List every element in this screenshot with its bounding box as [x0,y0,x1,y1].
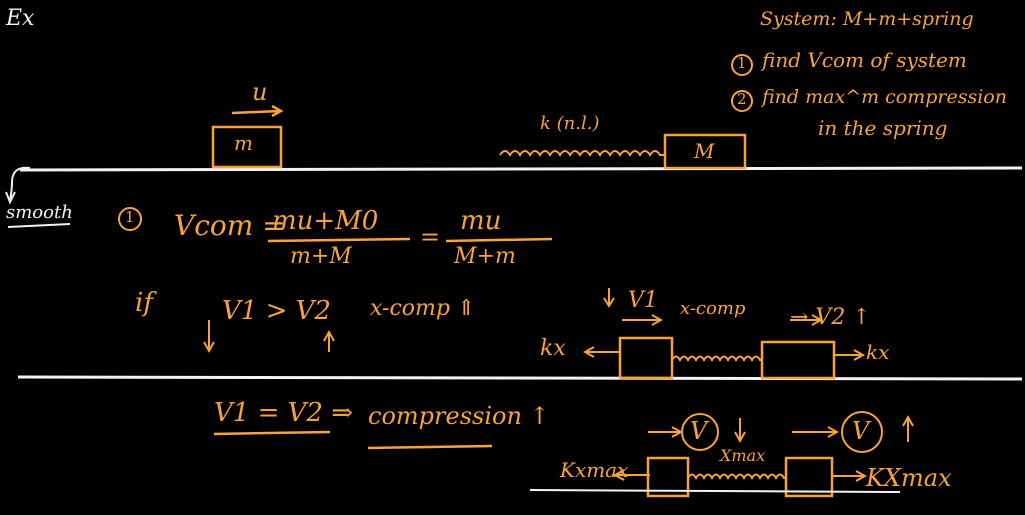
arrow-mid-v1 [622,314,664,326]
fraction2-denominator: M+m [454,244,516,269]
arrow-down-mid [603,288,615,308]
arrow-down-v1 [203,320,215,354]
q2-number: 2 [737,90,747,108]
fraction2-numerator: mu [460,206,502,236]
arrow-mid-v2 [790,314,824,326]
force-right-arrow [834,349,866,361]
if-word: if [135,288,153,318]
kx-left: kx [540,336,566,361]
mid-v2: → V2 ↑ [790,305,871,330]
compression-text: compression ↑ [368,402,550,430]
kxmax-left: Kxmax [560,458,629,482]
force-left-arrow [582,346,620,358]
q1-circle [731,54,753,76]
xmax-label: Xmax [720,446,766,465]
block-m [211,125,283,169]
xcomp-label: x-comp ⇑ [370,296,476,321]
smooth-hook-icon [5,166,31,205]
mid-block-right [760,340,836,380]
fraction-bar-2 [445,237,553,243]
solution-circle-1 [118,207,142,231]
circle-v-left [681,413,719,451]
force-right-arrow-bottom [832,470,868,482]
ground-line-bottom [529,489,901,493]
q2-text-a: find max^m compression [762,86,1007,108]
ground-line-top [19,166,1023,172]
circle-v-right [841,411,883,453]
system-line: System: M+m+spring [760,8,974,30]
q2-text-b: in the spring [818,116,948,140]
ground-line-middle [17,375,1023,381]
solution-number: 1 [125,208,135,226]
arrow-to-circle-left [648,426,684,438]
fraction1-numerator: mu+M0 [272,206,379,236]
spring-label: k (n.l.) [540,113,600,134]
q1-number: 1 [737,54,747,72]
q2-circle [731,90,753,112]
example-marker: Ex [6,6,35,31]
spring-mid [671,355,762,363]
equal-underline [213,430,331,436]
block-M-label: M [694,139,715,163]
fraction1-denominator: m+M [290,244,352,269]
mid-xcomp: x-comp [680,298,746,319]
spring-bottom [687,473,786,481]
compression-underline [367,444,493,450]
q1-text: find Vcom of system [762,48,967,72]
circle-v-right-label: V [852,417,870,445]
mid-v1: V1 [628,288,658,313]
vcom-lhs: Vcom = [174,209,286,242]
arrow-up-v2 [323,329,335,352]
mid-block-left [618,336,674,380]
kx-right: kx [866,340,890,364]
arrow-down-left [734,418,746,444]
kxmax-right: KXmax [866,464,952,492]
circle-v-left-label: V [690,417,708,445]
force-left-arrow-bottom [612,469,650,481]
spring-top [499,150,665,157]
equals-sign: = [420,223,441,251]
condition: V1 > V2 [222,296,331,326]
equal-velocity: V1 = V2 ⇒ [214,398,354,428]
fraction-bar-1 [267,237,411,243]
arrow-to-circle-right [792,426,840,438]
block-M [663,133,747,170]
velocity-arrow [231,104,284,118]
block-m-label: m [234,131,253,155]
arrow-up-right [902,414,914,442]
bottom-block-right [784,456,834,498]
smooth-underline [7,223,71,228]
velocity-label: u [252,78,268,106]
smooth-label: smooth [6,202,73,223]
